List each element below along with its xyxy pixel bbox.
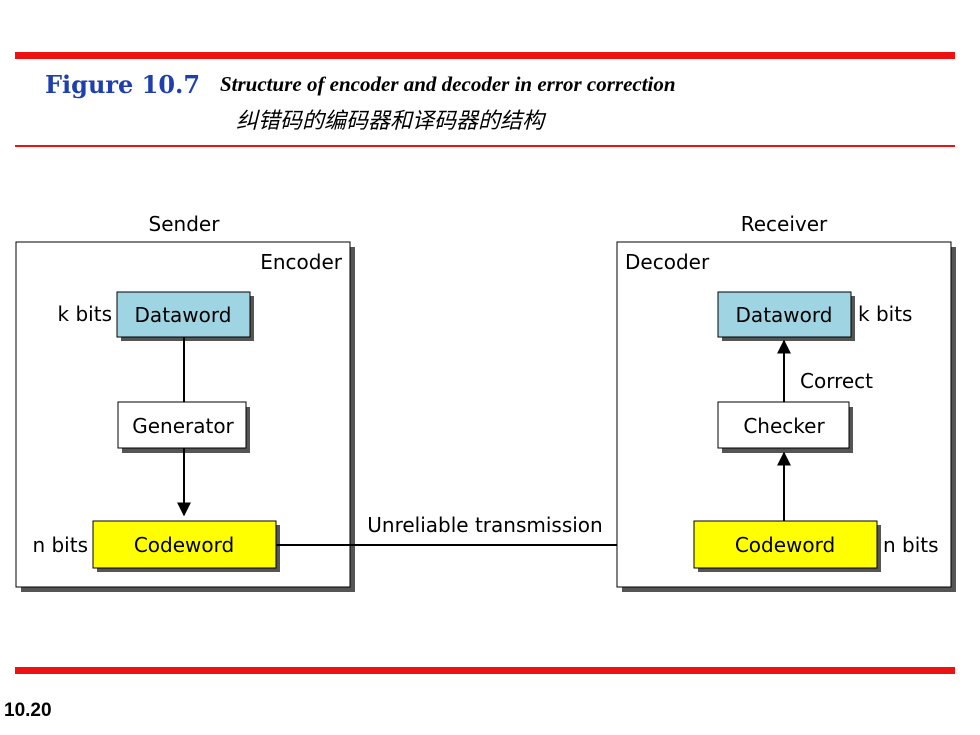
encoder-label: Encoder (260, 250, 343, 274)
decoder-label: Decoder (625, 250, 710, 274)
channel-label: Unreliable transmission (367, 513, 602, 537)
generator-label: Generator (132, 414, 234, 438)
figure-label: Figure 10.7 (45, 70, 201, 99)
figure-caption: Structure of encoder and decoder in erro… (220, 72, 676, 96)
receiver-dataword-box (717, 291, 852, 338)
sender-codeword-size: n bits (32, 533, 88, 557)
generator-box (117, 401, 247, 449)
bottom-divider (15, 667, 955, 674)
sender-dataword-label: Dataword (135, 303, 232, 327)
correct-label: Correct (800, 369, 873, 393)
receiver-dataword-label: Dataword (736, 303, 833, 327)
header-divider (15, 145, 955, 147)
sender-codeword-label: Codeword (134, 533, 234, 557)
checker-label: Checker (743, 414, 825, 438)
receiver-codeword-size: n bits (883, 533, 939, 557)
receiver-dataword-size: k bits (858, 302, 912, 326)
top-divider (15, 52, 955, 59)
sender-title: Sender (149, 212, 221, 236)
checker-box (717, 401, 850, 449)
figure-caption-chinese: 纠错码的编码器和译码器的结构 (236, 109, 545, 134)
sender-codeword-box (92, 520, 277, 569)
slide-number: 10.20 (4, 700, 52, 721)
sender-dataword-size: k bits (58, 302, 112, 326)
receiver-codeword-label: Codeword (735, 533, 835, 557)
sender-dataword-box (116, 291, 251, 338)
receiver-title: Receiver (741, 212, 828, 236)
receiver-codeword-box (693, 520, 878, 569)
